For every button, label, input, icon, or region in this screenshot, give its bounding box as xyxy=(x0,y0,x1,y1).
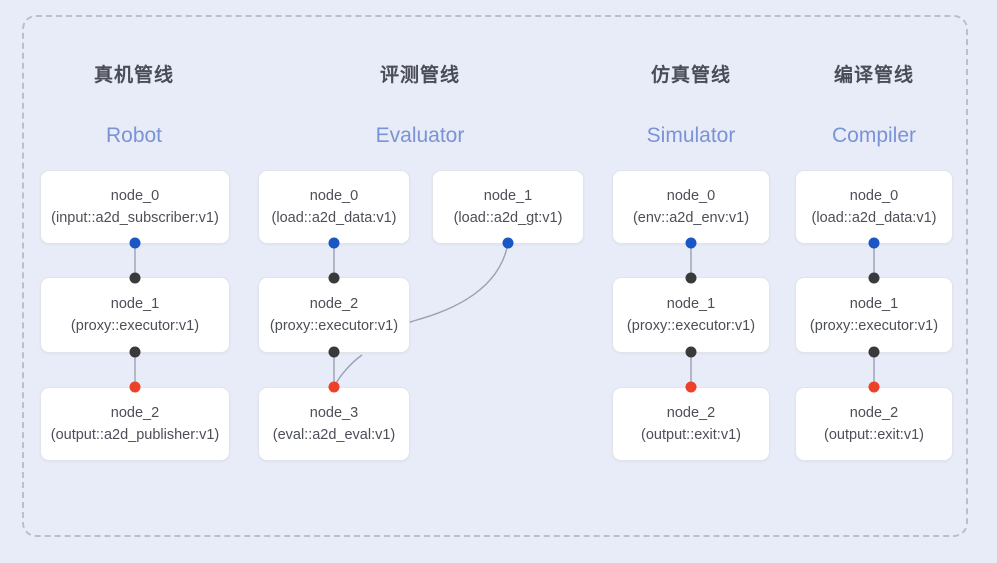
node-type: (output::a2d_publisher:v1) xyxy=(50,427,220,443)
node-card-compiler-node_0[interactable]: node_0(load::a2d_data:v1) xyxy=(795,170,953,244)
node-card-robot-node_1[interactable]: node_1(proxy::executor:v1) xyxy=(40,277,230,353)
node-card-compiler-node_1[interactable]: node_1(proxy::executor:v1) xyxy=(795,277,953,353)
node-card-robot-node_0[interactable]: node_0(input::a2d_subscriber:v1) xyxy=(40,170,230,244)
node-type: (proxy::executor:v1) xyxy=(626,318,756,334)
node-card-evaluator-node_3[interactable]: node_3(eval::a2d_eval:v1) xyxy=(258,387,410,461)
node-card-simulator-node_0[interactable]: node_0(env::a2d_env:v1) xyxy=(612,170,770,244)
port-robot-n0-out[interactable] xyxy=(129,237,141,249)
node-type: (load::a2d_data:v1) xyxy=(811,210,937,226)
node-type: (load::a2d_gt:v1) xyxy=(453,210,563,226)
column-title-en-compiler: Compiler xyxy=(831,124,917,147)
node-type: (proxy::executor:v1) xyxy=(70,318,200,334)
port-comp-n1-out[interactable] xyxy=(868,346,880,358)
port-comp-n1-in[interactable] xyxy=(868,272,880,284)
port-eval-n2-in[interactable] xyxy=(328,272,340,284)
node-card-evaluator-node_1[interactable]: node_1(load::a2d_gt:v1) xyxy=(432,170,584,244)
node-name: node_2 xyxy=(666,404,716,421)
node-type: (env::a2d_env:v1) xyxy=(632,210,750,226)
node-type: (proxy::executor:v1) xyxy=(809,318,939,334)
node-name: node_0 xyxy=(110,187,160,204)
node-name: node_1 xyxy=(110,295,160,312)
node-card-evaluator-node_0[interactable]: node_0(load::a2d_data:v1) xyxy=(258,170,410,244)
node-type: (output::exit:v1) xyxy=(641,427,741,443)
node-name: node_2 xyxy=(849,404,899,421)
port-sim-n2-in[interactable] xyxy=(685,381,697,393)
column-title-cn-compiler: 编译管线 xyxy=(833,65,915,86)
node-name: node_0 xyxy=(309,187,359,204)
node-card-simulator-node_2[interactable]: node_2(output::exit:v1) xyxy=(612,387,770,461)
node-name: node_1 xyxy=(849,295,899,312)
column-title-cn-robot: 真机管线 xyxy=(93,65,175,86)
node-type: (eval::a2d_eval:v1) xyxy=(272,427,396,443)
node-card-evaluator-node_2[interactable]: node_2(proxy::executor:v1) xyxy=(258,277,410,353)
node-name: node_2 xyxy=(309,295,359,312)
node-name: node_3 xyxy=(309,404,359,421)
port-comp-n2-in[interactable] xyxy=(868,381,880,393)
node-type: (input::a2d_subscriber:v1) xyxy=(51,210,219,226)
node-card-simulator-node_1[interactable]: node_1(proxy::executor:v1) xyxy=(612,277,770,353)
port-eval-n2-out[interactable] xyxy=(328,346,340,358)
column-title-cn-evaluator: 评测管线 xyxy=(379,65,461,86)
node-name: node_1 xyxy=(666,295,716,312)
port-eval-n3-in[interactable] xyxy=(328,381,340,393)
port-eval-n0-out[interactable] xyxy=(328,237,340,249)
node-type: (load::a2d_data:v1) xyxy=(271,210,397,226)
node-name: node_0 xyxy=(666,187,716,204)
node-name: node_0 xyxy=(849,187,899,204)
node-name: node_2 xyxy=(110,404,160,421)
port-sim-n0-out[interactable] xyxy=(685,237,697,249)
port-comp-n0-out[interactable] xyxy=(868,237,880,249)
node-card-compiler-node_2[interactable]: node_2(output::exit:v1) xyxy=(795,387,953,461)
node-card-robot-node_2[interactable]: node_2(output::a2d_publisher:v1) xyxy=(40,387,230,461)
column-title-en-simulator: Simulator xyxy=(646,124,736,147)
column-title-cn-simulator: 仿真管线 xyxy=(650,65,732,86)
node-name: node_1 xyxy=(483,187,533,204)
node-type: (proxy::executor:v1) xyxy=(269,318,399,334)
edge-eval-e5 xyxy=(333,354,363,388)
node-type: (output::exit:v1) xyxy=(824,427,924,443)
port-robot-n2-in[interactable] xyxy=(129,381,141,393)
port-eval-n1-out[interactable] xyxy=(502,237,514,249)
port-sim-n1-in[interactable] xyxy=(685,272,697,284)
port-robot-n1-in[interactable] xyxy=(129,272,141,284)
port-sim-n1-out[interactable] xyxy=(685,346,697,358)
column-title-en-robot: Robot xyxy=(105,124,163,147)
edge-eval-e3 xyxy=(409,242,509,323)
column-title-en-evaluator: Evaluator xyxy=(375,124,465,147)
port-robot-n1-out[interactable] xyxy=(129,346,141,358)
